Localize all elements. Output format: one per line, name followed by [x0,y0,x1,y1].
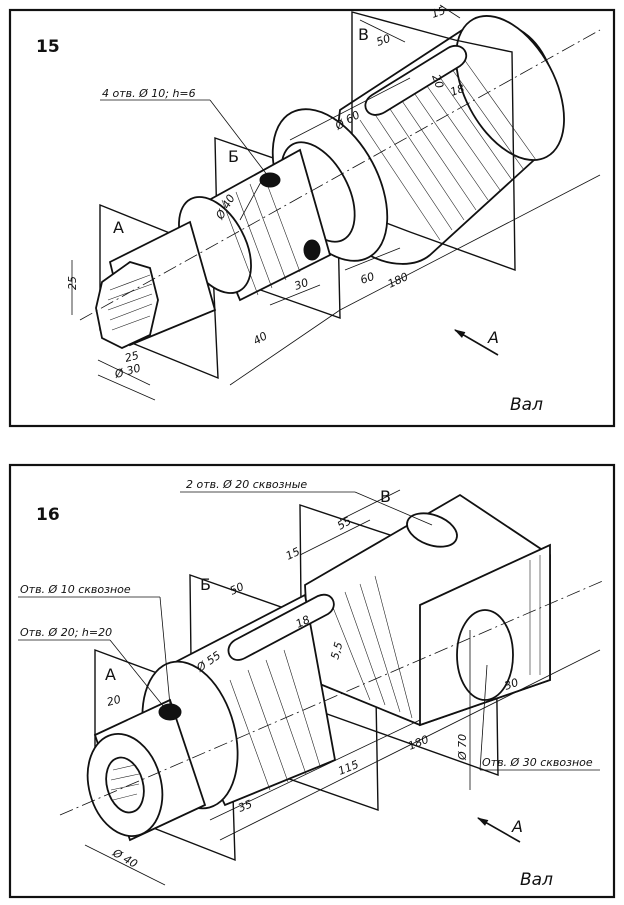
dim-30: 30 [293,276,311,293]
note-through-hole-10: Отв. Ø 10 сквозное [20,583,131,596]
panel-15-number: 15 [36,37,60,57]
section-label-v: В [380,487,391,506]
dim-dia-30: Ø 30 [112,362,142,382]
dim-50: 50 [228,580,246,598]
blind-hole-side [303,239,321,261]
note-holes: 4 отв. Ø 10; h=6 [102,87,196,100]
panel-16-caption: Вал [520,870,553,890]
dim-115: 115 [336,758,360,778]
dim-dia-40: Ø 40 [110,846,140,871]
dim-55: 55 [335,514,354,532]
panel-15-frame [8,8,616,428]
note-through-hole-30: Отв. Ø 30 сквозное [482,756,593,769]
dim-30: 30 [503,676,521,693]
dim-40: 40 [251,329,270,347]
dim-15: 15 [284,545,302,563]
shaft-axis [79,29,601,321]
dimension-lines [18,489,601,886]
view-arrow [454,329,499,356]
dim-20: 20 [429,73,446,91]
dim-25-vertical: 25 [66,276,79,290]
dim-dia-70: Ø 70 [456,734,469,761]
dim-15: 15 [430,4,448,21]
note-through-holes-20: 2 отв. Ø 20 сквозные [186,478,307,491]
dim-5-5: 5,5 [328,641,345,661]
dim-60: 60 [359,270,377,287]
dimension-lines [71,4,601,401]
blind-hole-20 [158,703,182,721]
note-hole-20: Отв. Ø 20; h=20 [20,626,112,639]
shaft-axis [59,579,606,816]
dim-20: 20 [105,693,122,709]
dim-180: 180 [386,270,411,291]
panel-16-number: 16 [36,505,60,525]
view-arrow [477,817,521,843]
dim-50: 50 [375,32,393,49]
dim-18: 18 [294,613,312,631]
dim-18: 18 [449,82,467,99]
view-arrow-label: A [511,817,523,836]
blind-hole-top [259,172,281,188]
shaft-hollow-end [86,698,207,842]
section-label-v: В [358,25,369,44]
dim-25-horizontal: 25 [123,349,140,365]
panel-15-caption: Вал [510,395,543,415]
section-label-b: Б [200,575,211,594]
end-bore [105,756,145,814]
panel-15: 15 [8,4,616,428]
shaft-block-end [304,493,551,727]
through-hole-20 [406,512,458,548]
section-label-a: А [113,218,124,237]
panel-16: 16 [8,463,616,899]
keyway-slot [227,593,335,661]
section-label-b: Б [228,147,239,166]
dim-35: 35 [236,797,254,814]
section-label-a: А [105,665,116,684]
shaft-square-end [95,220,217,349]
keyway-slot [364,45,467,116]
panel-16-frame [8,463,616,899]
view-arrow-label: A [487,328,499,347]
